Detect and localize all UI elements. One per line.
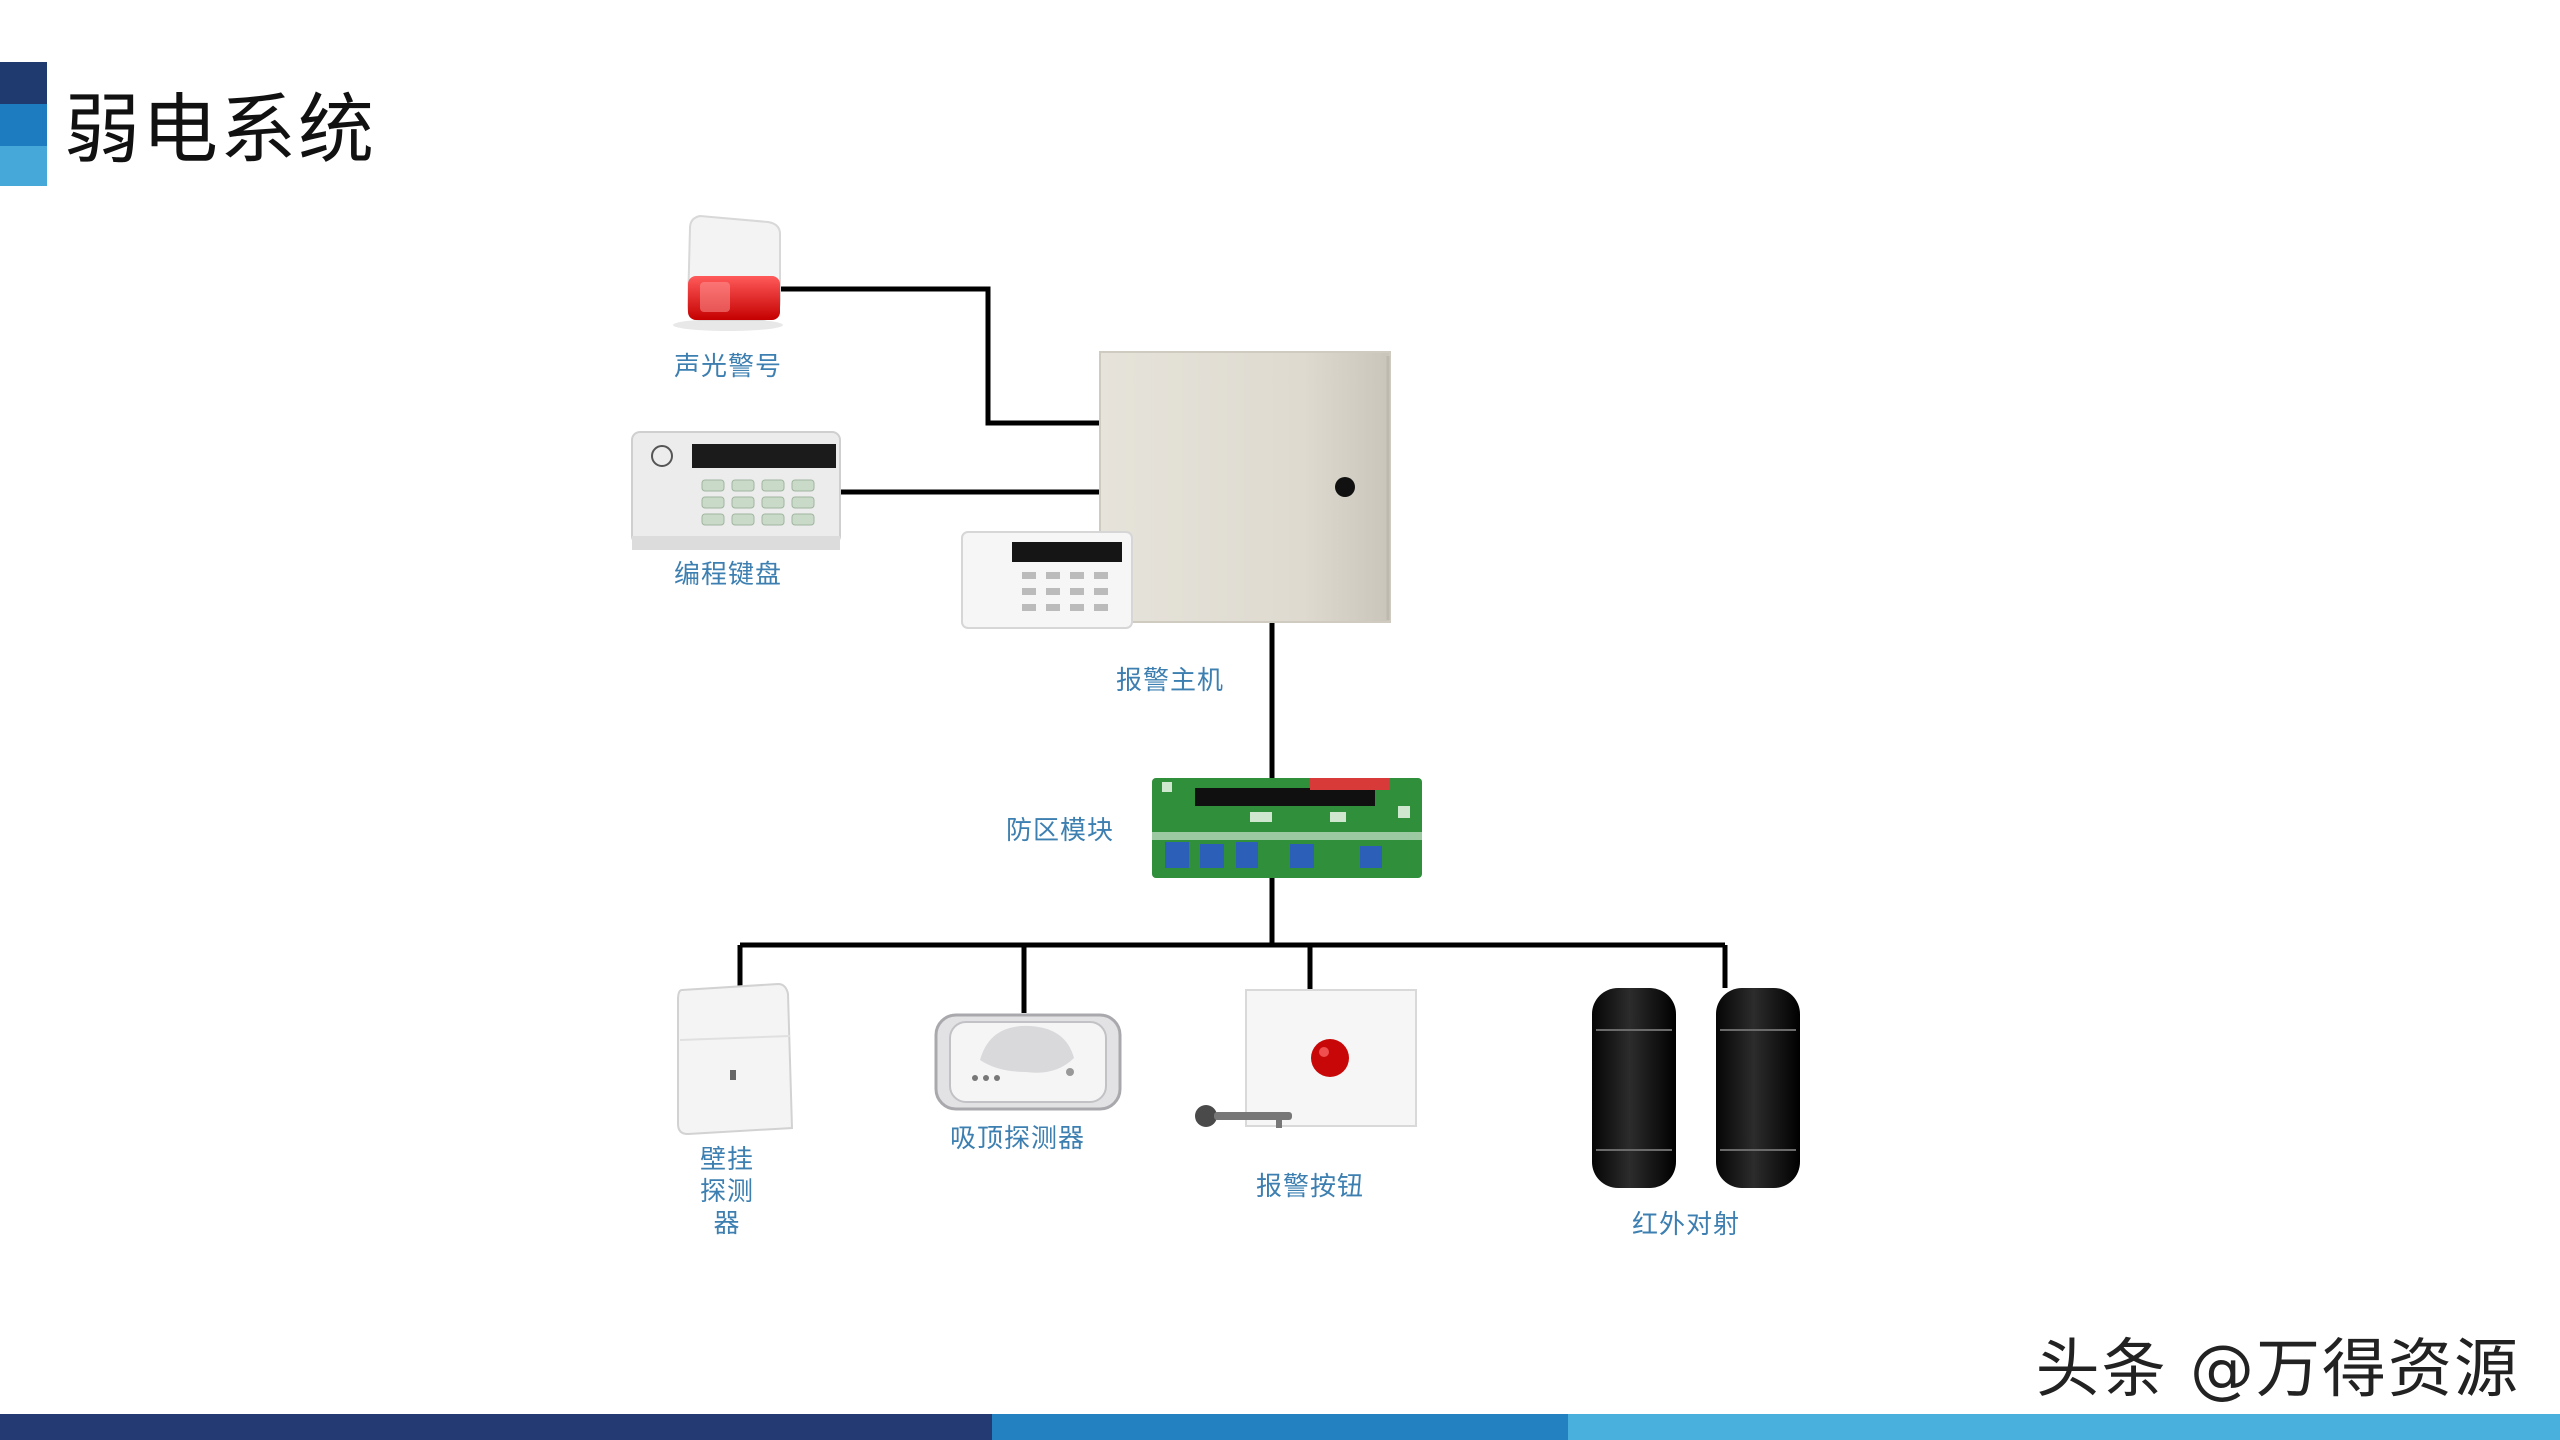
wiring	[737, 286, 1728, 1013]
title-accent-middle	[0, 104, 47, 146]
footer-band-light	[1568, 1414, 2560, 1440]
keypad-icon	[631, 431, 841, 550]
watermark-text: 头条 @万得资源	[2035, 1333, 2520, 1407]
circuit-board-icon	[1152, 778, 1422, 878]
wall-detector-label-line-2: 探测	[700, 1177, 755, 1207]
zone-module-label: 防区模块	[1006, 816, 1115, 846]
wall-detector-label-line-1: 壁挂	[700, 1145, 755, 1175]
title-accent-bottom	[0, 146, 47, 186]
panic-button-icon	[1195, 989, 1417, 1128]
wall-pir-detector-icon	[677, 982, 794, 1136]
ceiling-detector-label: 吸顶探测器	[950, 1124, 1086, 1154]
footer-band-dark	[0, 1414, 992, 1440]
panic-button-label: 报警按钮	[1256, 1172, 1365, 1202]
infrared-beam-icon	[1592, 988, 1800, 1188]
control-panel-label: 报警主机	[1116, 666, 1225, 696]
footer-band-mid	[992, 1414, 1568, 1440]
wall-detector-label-line-3: 器	[713, 1209, 741, 1239]
infrared-beam-label: 红外对射	[1632, 1210, 1741, 1240]
keypad-label: 编程键盘	[674, 560, 783, 590]
slide-title: 弱电系统	[64, 85, 376, 174]
wall-detector-label: 壁挂 探测 器	[700, 1144, 754, 1240]
strobe-siren-icon	[673, 214, 783, 331]
wire-siren-to-panel	[778, 286, 1107, 426]
title-accent-top	[0, 62, 47, 104]
ceiling-detector-icon	[934, 1013, 1122, 1111]
control-panel-icon	[961, 351, 1391, 629]
siren-label: 声光警号	[674, 352, 783, 382]
